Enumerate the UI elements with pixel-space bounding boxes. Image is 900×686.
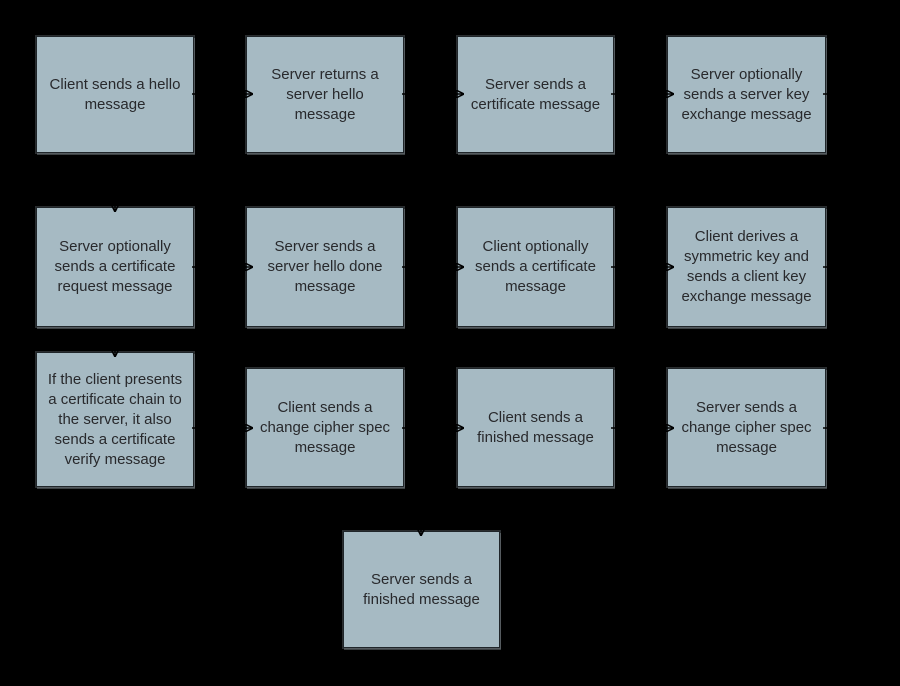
node-server-hello-done: Server sends a server hello done message [246,207,404,327]
node-label: Server sends a certificate message [470,75,601,113]
node-client-hello: Client sends a hello message [36,36,194,153]
node-client-change-cipher: Client sends a change cipher spec messag… [246,368,404,487]
node-label: Client optionally sends a certificate me… [475,238,596,295]
node-server-key-exchange: Server optionally sends a server key exc… [667,36,826,153]
node-label: Server returns a server hello message [271,65,379,123]
node-certificate-verify: If the client presents a certificate cha… [36,352,194,487]
node-label: Server optionally sends a certificate re… [54,238,176,295]
node-server-change-cipher: Server sends a change cipher spec messag… [667,368,826,487]
node-label: Server optionally sends a server key exc… [681,65,812,123]
node-client-finished: Client sends a finished message [457,368,614,487]
node-label: Server sends a finished message [363,570,480,608]
node-label: Client sends a change cipher spec messag… [259,398,391,456]
node-server-hello: Server returns a server hello message [246,36,404,153]
node-server-certificate: Server sends a certificate message [457,36,614,153]
node-certificate-request: Server optionally sends a certificate re… [36,207,194,327]
node-server-finished: Server sends a finished message [343,531,500,648]
node-label: Client sends a hello message [49,75,181,113]
node-client-key-exchange: Client derives a symmetric key and sends… [667,207,826,327]
node-label: Client derives a symmetric key and sends… [681,228,812,305]
node-label: Server sends a change cipher spec messag… [681,398,812,456]
node-client-certificate: Client optionally sends a certificate me… [457,207,614,327]
node-label: Client sends a finished message [477,408,594,446]
node-label: If the client presents a certificate cha… [47,370,183,468]
node-label: Server sends a server hello done message [267,238,383,295]
